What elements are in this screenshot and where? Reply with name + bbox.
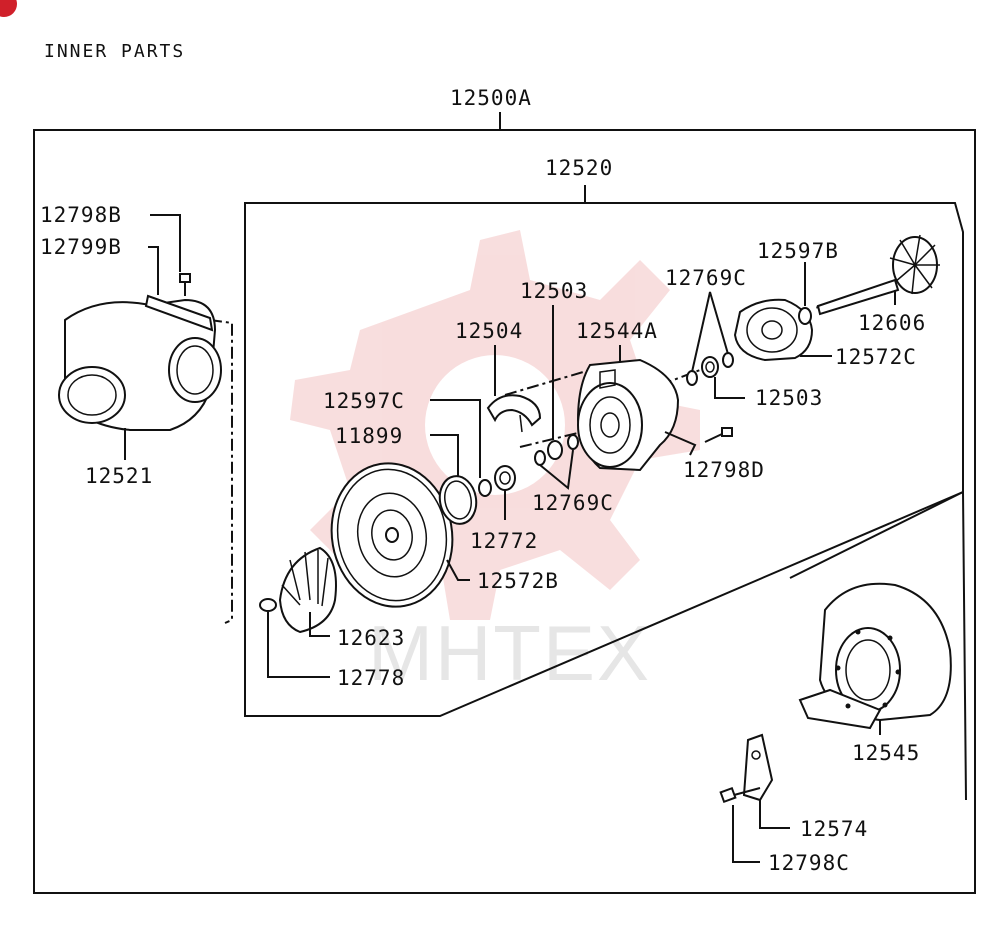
ring-12597C [478,479,492,497]
label-12545: 12545 [852,741,920,765]
label-12597C: 12597C [323,389,405,413]
leader-12503-right [714,377,745,399]
center-housing-12544A [576,358,680,472]
leader-12799B [148,246,159,295]
section-title: INNER PARTS [44,41,185,62]
back-plate-12572B [330,462,454,608]
bearing-12503-right [701,356,719,378]
bolt-12798D [704,427,733,443]
label-11899: 11899 [335,424,403,448]
compressor-housing-12521 [58,294,222,431]
leader-12778 [267,612,330,678]
bearing-12503-left [534,434,579,466]
leader-12623 [309,612,330,637]
leader-12574 [759,800,790,829]
leader-12769C-lower [539,449,574,490]
label-12798C: 12798C [768,851,850,875]
heat-shroud-12572C [733,298,814,362]
label-12799B: 12799B [40,235,122,259]
leader-12597C [430,399,481,478]
label-12769C-lower: 12769C [532,491,614,515]
label-12521: 12521 [85,464,153,488]
label-12572C: 12572C [835,345,917,369]
snap-rings-12769C-upper [686,352,734,386]
label-12623: 12623 [337,626,405,650]
label-12544A: 12544A [576,319,658,343]
label-12769C-upper: 12769C [665,266,747,290]
label-12772: 12772 [470,529,538,553]
thrust-bearing-12504 [486,394,542,433]
leader-12798D [664,431,697,456]
assembly-12500A-frame: 12500A [33,86,976,894]
label-12798B: 12798B [40,203,122,227]
label-12500A: 12500A [450,86,532,110]
compressor-wheel-12623 [259,546,337,634]
label-12520: 12520 [545,156,613,180]
label-12606: 12606 [858,311,926,335]
page-badge [0,0,17,17]
label-12503-right: 12503 [755,386,823,410]
label-12597B: 12597B [757,239,839,263]
bolt-12798C [719,786,761,804]
turbine-housing-12545 [798,582,952,730]
watermark-text: MHTEX [368,609,651,697]
turbine-shaft-12606 [816,234,940,316]
lock-plate-12574 [742,733,774,802]
leader-11899 [430,434,459,476]
axis-left [209,319,233,624]
housing-frame-line [789,490,967,801]
bolt-12798B [179,273,191,296]
o-ring-11899 [438,475,478,525]
leader-12798C [732,805,760,863]
label-12574: 12574 [800,817,868,841]
thrust-collar-12772 [494,465,516,491]
axis-mid1 [504,369,591,396]
label-12504: 12504 [455,319,523,343]
leader-12769C-upper [691,291,729,373]
leader-12572B [446,559,470,581]
label-12798D: 12798D [683,458,765,482]
leader-12798B [150,214,181,272]
seal-ring-12597B [798,307,812,325]
label-12572B: 12572B [477,569,559,593]
label-12503-left: 12503 [520,279,588,303]
label-12778: 12778 [337,666,405,690]
